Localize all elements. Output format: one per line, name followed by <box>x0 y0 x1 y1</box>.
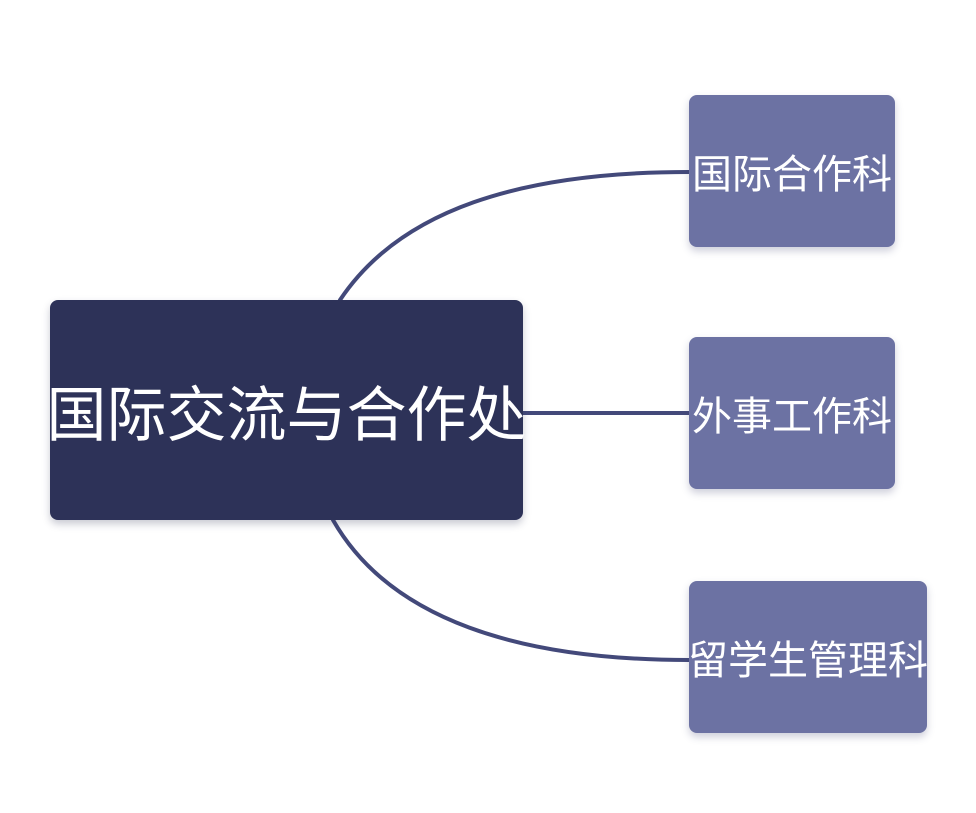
connector-to-international-cooperation <box>338 170 691 302</box>
child-node-international-cooperation[interactable]: 国际合作科 <box>689 95 895 247</box>
child-node-international-students[interactable]: 留学生管理科 <box>688 581 928 733</box>
root-node[interactable]: 国际交流与合作处 <box>47 300 527 520</box>
child-node-label: 国际合作科 <box>692 152 892 198</box>
connector-to-international-students <box>331 518 691 662</box>
root-node-label: 国际交流与合作处 <box>46 380 527 451</box>
child-node-label: 外事工作科 <box>692 394 892 440</box>
child-node-label: 留学生管理科 <box>688 638 928 684</box>
child-node-foreign-affairs[interactable]: 外事工作科 <box>689 337 895 489</box>
